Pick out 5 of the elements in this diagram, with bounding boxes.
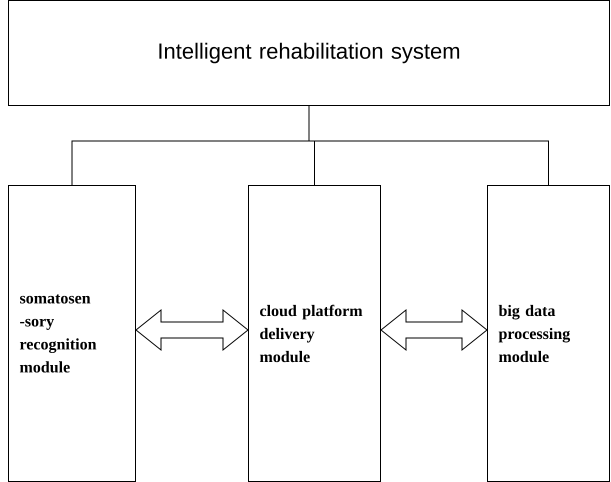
module-box: cloud platform delivery module <box>248 185 381 482</box>
connector-line <box>308 106 549 186</box>
module-box: big data processing module <box>487 185 610 482</box>
title-box: Intelligent rehabilitation system <box>8 0 610 106</box>
module-box: somatosen -sory recognition module <box>8 185 136 482</box>
